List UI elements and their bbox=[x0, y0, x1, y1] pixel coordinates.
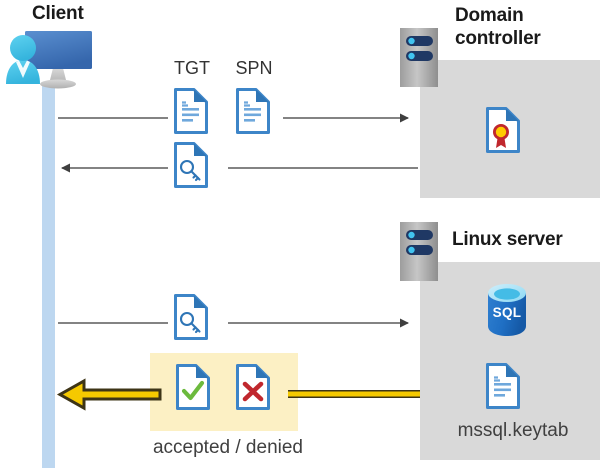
monitor-screen bbox=[25, 31, 92, 69]
result-highlight-box bbox=[150, 353, 298, 431]
person-collar bbox=[16, 60, 30, 78]
domain-controller-title-line1: Domain bbox=[455, 5, 524, 26]
page-title-linux-server: Linux server bbox=[452, 229, 563, 250]
label-accepted-denied: accepted / denied bbox=[152, 437, 303, 458]
key-glyph bbox=[179, 159, 201, 182]
client-lifeline bbox=[42, 84, 55, 468]
key-document-icon-service-ticket bbox=[174, 294, 208, 340]
sql-label: SQL bbox=[493, 305, 522, 320]
monitor-base bbox=[40, 79, 76, 89]
server-rack-icon-domain-controller bbox=[400, 28, 438, 87]
check-glyph bbox=[181, 380, 205, 401]
label-tgt: TGT bbox=[174, 58, 210, 78]
cross-glyph bbox=[242, 381, 264, 402]
label-spn: SPN bbox=[235, 58, 273, 78]
certificate-document-icon bbox=[486, 107, 520, 153]
accepted-check-document-icon bbox=[176, 364, 210, 410]
person-head bbox=[10, 35, 36, 61]
page-title-domain-controller: Domain controller bbox=[455, 4, 595, 50]
key-glyph bbox=[179, 311, 201, 334]
document-icon-spn bbox=[236, 88, 270, 134]
denied-cross-document-icon bbox=[236, 364, 270, 410]
domain-controller-title-line2: controller bbox=[455, 28, 541, 49]
certificate-seal bbox=[493, 124, 509, 148]
arrow-result-to-client bbox=[56, 378, 162, 411]
sql-cylinder-inner bbox=[494, 288, 520, 300]
page-title-client: Client bbox=[32, 3, 84, 24]
server-rack-icon-linux bbox=[400, 222, 438, 281]
label-mssql-keytab: mssql.keytab bbox=[457, 420, 569, 441]
keytab-document-icon bbox=[486, 363, 520, 409]
sql-cylinder-body bbox=[488, 293, 526, 336]
key-document-icon-tgt-ticket bbox=[174, 142, 208, 188]
document-icon-tgt bbox=[174, 88, 208, 134]
